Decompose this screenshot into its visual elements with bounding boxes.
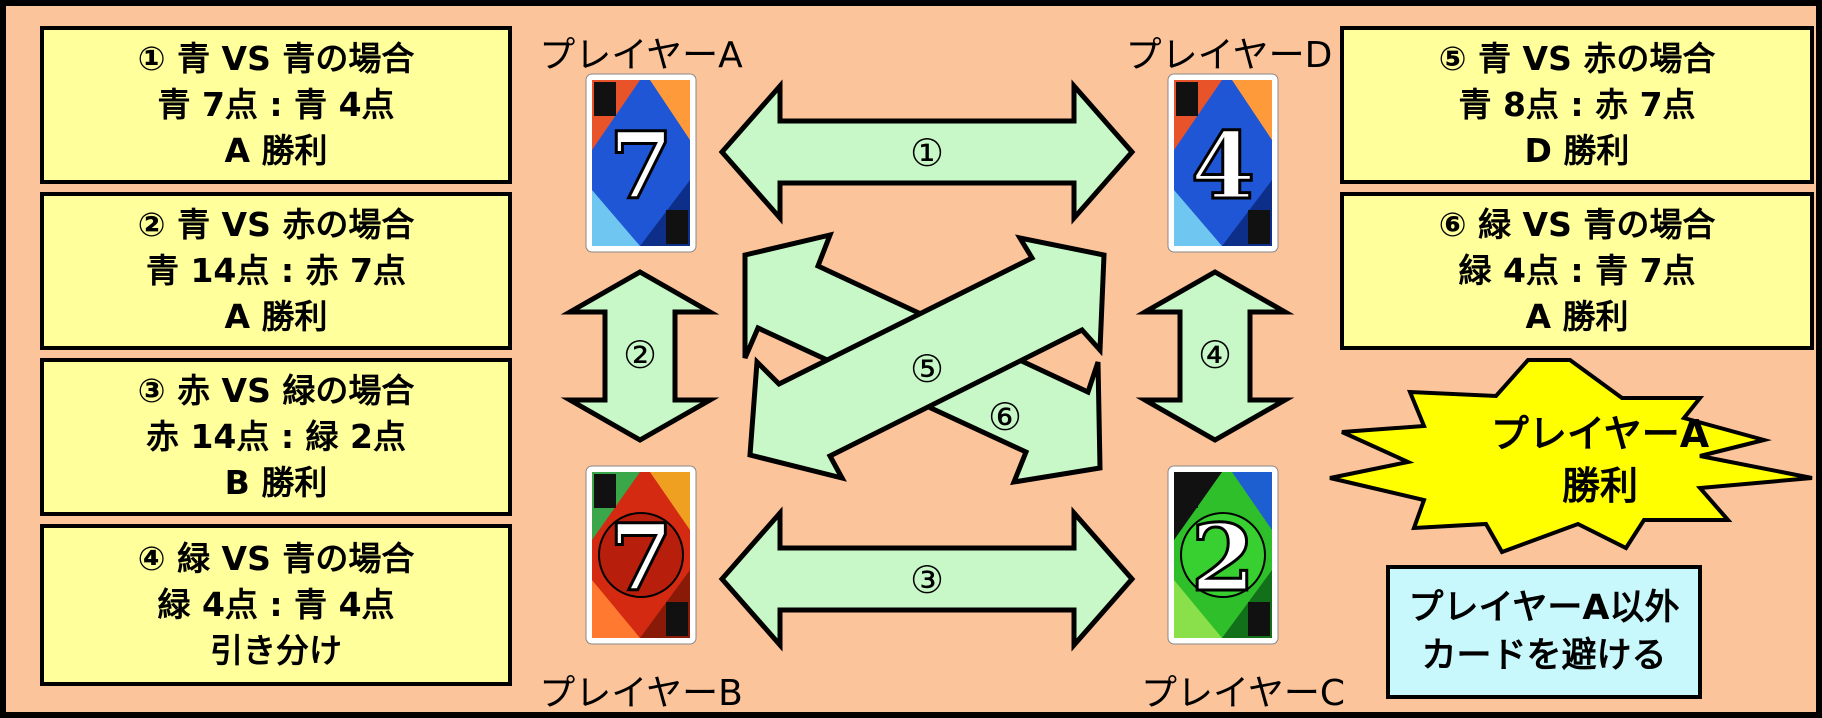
arrow-2-a-to-b: [560, 269, 720, 443]
result-box-6-outcome: A 勝利: [1525, 297, 1629, 336]
arrow-label-1: ①: [910, 131, 944, 175]
result-box-1-outcome: A 勝利: [224, 131, 328, 170]
arrow-label-2: ②: [623, 333, 657, 377]
card-d-number: 4: [1191, 112, 1255, 220]
arrow-4-d-to-c: [1135, 269, 1295, 443]
arrow-5-b-to-d: [747, 234, 1107, 482]
result-box-1-title: ① 青 VS 青の場合: [137, 39, 415, 78]
arrow-label-3: ③: [910, 558, 944, 602]
result-box-2: ② 青 VS 赤の場合 青 14点 : 赤 7点 A 勝利: [40, 192, 512, 350]
result-box-6: ⑥ 緑 VS 青の場合 緑 4点 : 青 7点 A 勝利: [1340, 192, 1814, 350]
card-player-a: 7: [585, 73, 697, 253]
arrow-label-6: ⑥: [988, 395, 1022, 439]
result-box-2-score: 青 14点 : 赤 7点: [145, 251, 407, 290]
result-box-4: ④ 緑 VS 青の場合 緑 4点 : 青 4点 引き分け: [40, 524, 512, 686]
result-box-3-score: 赤 14点 : 緑 2点: [145, 417, 407, 456]
result-box-4-title: ④ 緑 VS 青の場合: [137, 539, 415, 578]
arrow-1-a-to-d: [718, 79, 1136, 225]
arrow-label-4: ④: [1198, 333, 1232, 377]
result-box-5: ⑤ 青 VS 赤の場合 青 8点 : 赤 7点 D 勝利: [1340, 26, 1814, 184]
result-box-5-outcome: D 勝利: [1524, 131, 1630, 170]
card-player-b: 7: [585, 465, 697, 645]
winner-burst: [1329, 358, 1813, 555]
result-box-6-score: 緑 4点 : 青 7点: [1458, 251, 1696, 290]
player-a-label: プレイヤーA: [539, 35, 743, 76]
card-player-c: 2: [1167, 465, 1279, 645]
arrow-3-b-to-c: [718, 506, 1136, 652]
winner-line-1: プレイヤーA: [1490, 412, 1710, 456]
winner-text: プレイヤーA 勝利: [1400, 408, 1800, 512]
result-box-5-title: ⑤ 青 VS 赤の場合: [1438, 39, 1716, 78]
card-b-number: 7: [609, 504, 673, 612]
result-box-1-score: 青 7点 : 青 4点: [157, 85, 395, 124]
player-b-label: プレイヤーB: [539, 673, 743, 714]
note-line-2: カードを避ける: [1421, 636, 1667, 676]
player-c-label: プレイヤーC: [1140, 673, 1346, 714]
result-box-2-title: ② 青 VS 赤の場合: [137, 205, 415, 244]
player-d-label: プレイヤーD: [1125, 35, 1333, 76]
result-box-3-outcome: B 勝利: [224, 463, 328, 502]
result-box-3-title: ③ 赤 VS 緑の場合: [137, 371, 415, 410]
card-c-number: 2: [1191, 504, 1255, 612]
note-box: プレイヤーA以外 カードを避ける: [1386, 565, 1702, 699]
arrow-label-5: ⑤: [910, 347, 944, 391]
result-box-4-outcome: 引き分け: [210, 631, 342, 670]
winner-line-2: 勝利: [1561, 464, 1638, 508]
result-box-5-score: 青 8点 : 赤 7点: [1458, 85, 1696, 124]
result-box-6-title: ⑥ 緑 VS 青の場合: [1438, 205, 1716, 244]
card-a-number: 7: [609, 112, 673, 220]
result-box-3: ③ 赤 VS 緑の場合 赤 14点 : 緑 2点 B 勝利: [40, 358, 512, 516]
result-box-1: ① 青 VS 青の場合 青 7点 : 青 4点 A 勝利: [40, 26, 512, 184]
note-line-1: プレイヤーA以外: [1408, 588, 1680, 628]
result-box-4-score: 緑 4点 : 青 4点: [157, 585, 395, 624]
result-box-2-outcome: A 勝利: [224, 297, 328, 336]
card-player-d: 4: [1167, 73, 1279, 253]
